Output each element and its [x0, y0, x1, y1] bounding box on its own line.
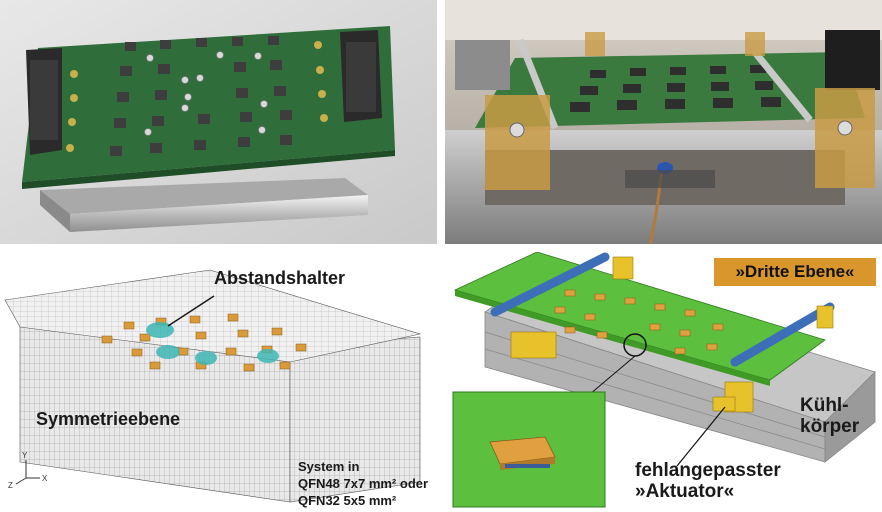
symmetry-plane-label: Symmetrieebene	[36, 409, 181, 429]
system-line-3: QFN32 5x5 mm²	[298, 493, 397, 508]
actuator-line-2: »Aktuator«	[635, 481, 735, 502]
pcb-mesh-top	[4, 269, 422, 363]
right-spacer-block	[815, 88, 875, 188]
heatsink-line-2: körper	[800, 416, 860, 437]
axis-z-label: Z	[8, 481, 13, 490]
spacer-label: Abstandshalter	[214, 268, 346, 288]
left-connector	[455, 40, 510, 90]
chip-grid	[110, 36, 292, 156]
cad-spacers	[510, 256, 834, 413]
right-connector	[825, 30, 880, 90]
mesh-illustration: Y X Z	[4, 269, 422, 503]
fe-mesh-model: Y X Z Abstandshalter Symmetrieebene Syst…	[0, 252, 445, 512]
cad-rod-left	[490, 252, 610, 317]
left-spacer-block	[485, 95, 550, 190]
photo-test-fixture	[445, 0, 882, 244]
mesh-spacers	[146, 322, 279, 365]
mesh-chips	[101, 313, 307, 372]
spacer-pointer	[167, 295, 215, 327]
cad-illustration	[452, 252, 876, 508]
screw-heads	[144, 51, 268, 136]
third-level-badge: »Dritte Ebene«	[714, 258, 876, 286]
mounting-holes	[66, 41, 328, 152]
cad-chips	[554, 289, 724, 355]
heatsink-line-1: Kühl-	[800, 395, 849, 416]
actuator-label: fehlangepasster »Aktuator«	[635, 460, 815, 502]
cad-rod-right	[730, 302, 835, 367]
photo-pcb-on-heatsink	[0, 0, 437, 244]
system-line-2: QFN48 7x7 mm² oder	[298, 476, 429, 491]
heatsink-label: Kühl- körper	[800, 395, 870, 437]
fixture-chips	[570, 65, 781, 112]
axis-x-label: X	[42, 474, 48, 483]
axis-triad	[15, 460, 40, 485]
pcb-board	[22, 26, 395, 182]
axis-y-label: Y	[22, 451, 28, 460]
pcb-photo-illustration	[0, 0, 437, 244]
actuator-line-1: fehlangepasster	[635, 460, 781, 481]
system-line-1: System in	[298, 459, 360, 474]
system-package-note: System in QFN48 7x7 mm² oder QFN32 5x5 m…	[298, 458, 445, 509]
fixture-photo-illustration	[445, 0, 882, 244]
actuator-pointer	[676, 406, 726, 467]
cad-model: »Dritte Ebene« Kühl- körper fehlangepass…	[445, 252, 882, 512]
